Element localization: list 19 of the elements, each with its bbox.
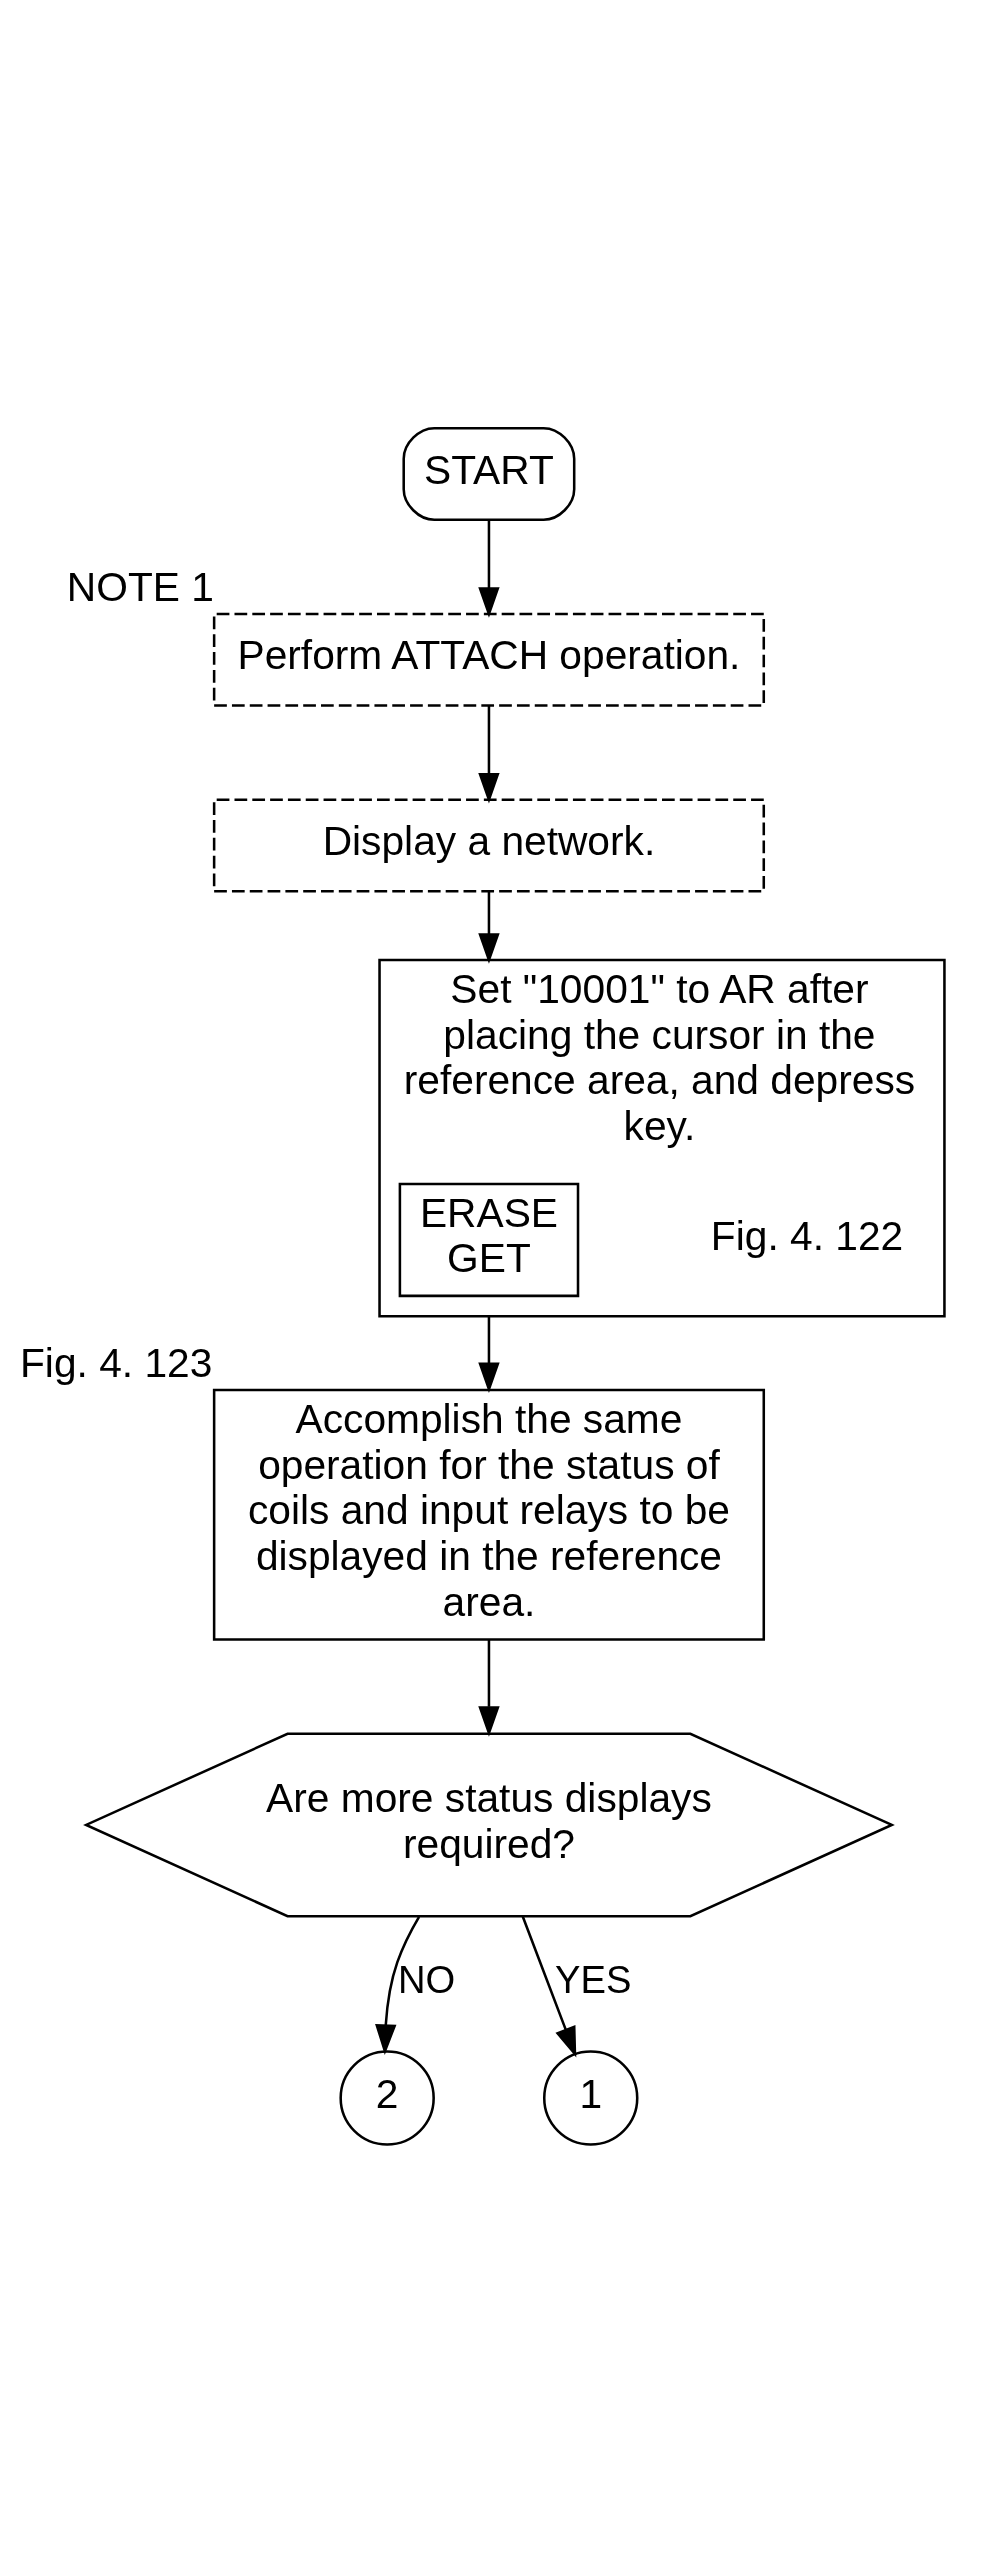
node-box: ERASE GET — [398, 1182, 580, 1297]
arrow — [521, 1915, 577, 2057]
arrow — [478, 1639, 500, 1737]
arrow — [478, 891, 500, 964]
node-box: Accomplish the same operation for the status of coils and input relays to be displayed in the reference area. — [212, 1388, 766, 1641]
node-box: Perform ATTACH operation. — [212, 612, 766, 707]
node-box: Display a network. — [212, 797, 766, 893]
node-label: NOTE 1 — [66, 563, 214, 610]
node-box: START — [402, 426, 576, 521]
edge-label: YES — [555, 1957, 632, 2001]
arrow — [478, 705, 500, 803]
node-circle: 1 — [543, 2049, 639, 2146]
edge-label: NO — [398, 1957, 456, 2001]
node-circle: 2 — [339, 2049, 435, 2146]
node-label: Fig. 4. 122 — [710, 1212, 904, 1259]
arrow — [478, 519, 500, 618]
arrow — [478, 1315, 500, 1393]
arrow — [375, 1915, 421, 2055]
node-label: Fig. 4. 123 — [20, 1339, 213, 1386]
